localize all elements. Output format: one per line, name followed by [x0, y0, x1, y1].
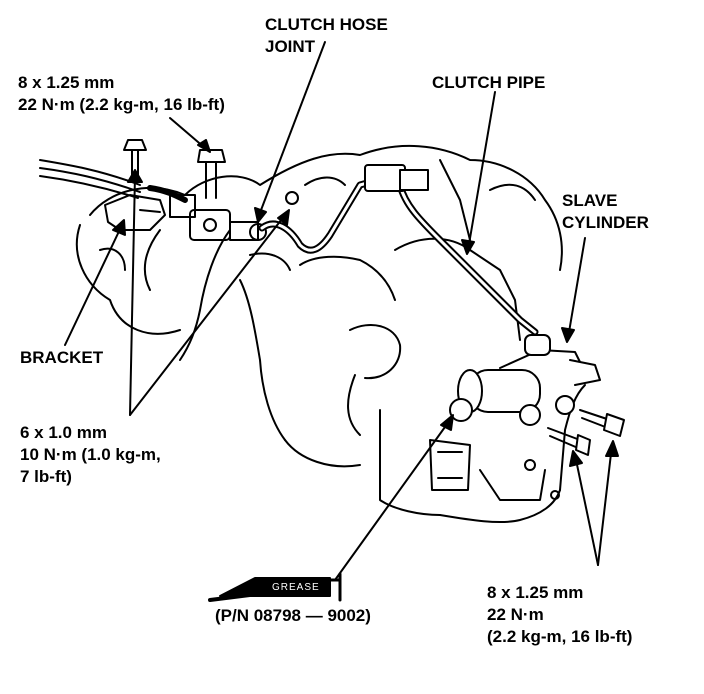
wire-bundle — [39, 159, 141, 199]
slave-cylinder-part — [449, 334, 601, 426]
bottom-bolts — [547, 409, 625, 456]
clutch-hose-joint-label: CLUTCH HOSE JOINT — [265, 15, 388, 56]
top-bolt-spec-label: 8 x 1.25 mm 22 N·m (2.2 kg-m, 16 lb-ft) — [18, 73, 225, 114]
bottom-bolt-spec-label: 8 x 1.25 mm 22 N·m (2.2 kg-m, 16 lb-ft) — [487, 583, 633, 646]
clutch-hose-joint-part — [147, 185, 267, 241]
slave-cylinder-label: SLAVE CYLINDER — [562, 191, 649, 232]
clutch-pipe-label: CLUTCH PIPE — [432, 73, 546, 92]
clutch-pipe-part — [258, 164, 539, 336]
bracket-label: BRACKET — [20, 348, 104, 367]
leader-arrows — [64, 41, 619, 581]
grease-part-number-label: (P/N 08798 — 9002) — [215, 606, 371, 625]
grease-tag-label: GREASE — [268, 580, 324, 595]
transmission-housing — [75, 145, 586, 524]
flare-nut-spec-label: 6 x 1.0 mm 10 N·m (1.0 kg-m, 7 lb-ft) — [20, 423, 161, 486]
